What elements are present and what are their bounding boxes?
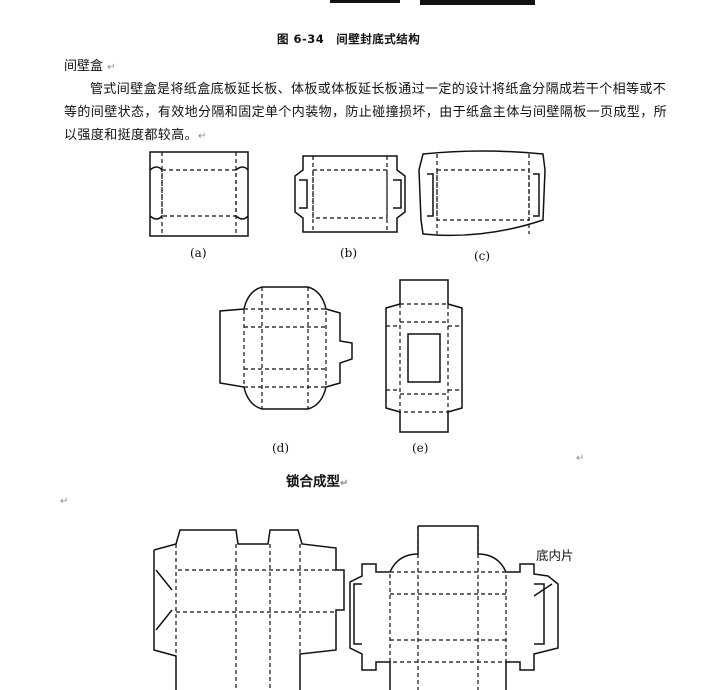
figure-caption: 图 6-34 间壁封底式结构 — [277, 32, 421, 46]
diagram-c — [418, 150, 546, 237]
diagram-b-label: (b) — [340, 246, 358, 260]
diagram-a — [149, 151, 249, 237]
return-mark: ↵ — [107, 62, 116, 73]
body-paragraph: 管式间壁盒是将纸盒底板延长板、体板或体板延长板通过一定的设计将纸盒分隔成若干个相… — [64, 82, 668, 143]
diagram-e — [385, 279, 463, 433]
diagram-c-label: (c) — [474, 249, 491, 263]
diagram-e-label: (e) — [412, 441, 429, 455]
return-mark: ↵ — [198, 131, 207, 142]
section-heading: 间壁盒 ↵ — [64, 59, 116, 74]
top-rule-fragment — [420, 0, 535, 5]
diagram-lock-left — [153, 529, 345, 690]
diagram-b — [294, 155, 406, 233]
diagram-d — [219, 286, 353, 410]
top-rule-fragment — [330, 0, 400, 3]
return-mark: ↵ — [60, 496, 69, 507]
diagram-a-label: (a) — [190, 246, 207, 260]
annotation-label: 底内片 — [536, 548, 574, 563]
return-mark: ↵ — [576, 453, 585, 464]
return-mark: ↵ — [340, 478, 349, 489]
subheading: 锁合成型↵ — [286, 474, 349, 490]
diagram-lock-right — [349, 525, 559, 690]
diagram-d-label: (d) — [272, 441, 290, 455]
